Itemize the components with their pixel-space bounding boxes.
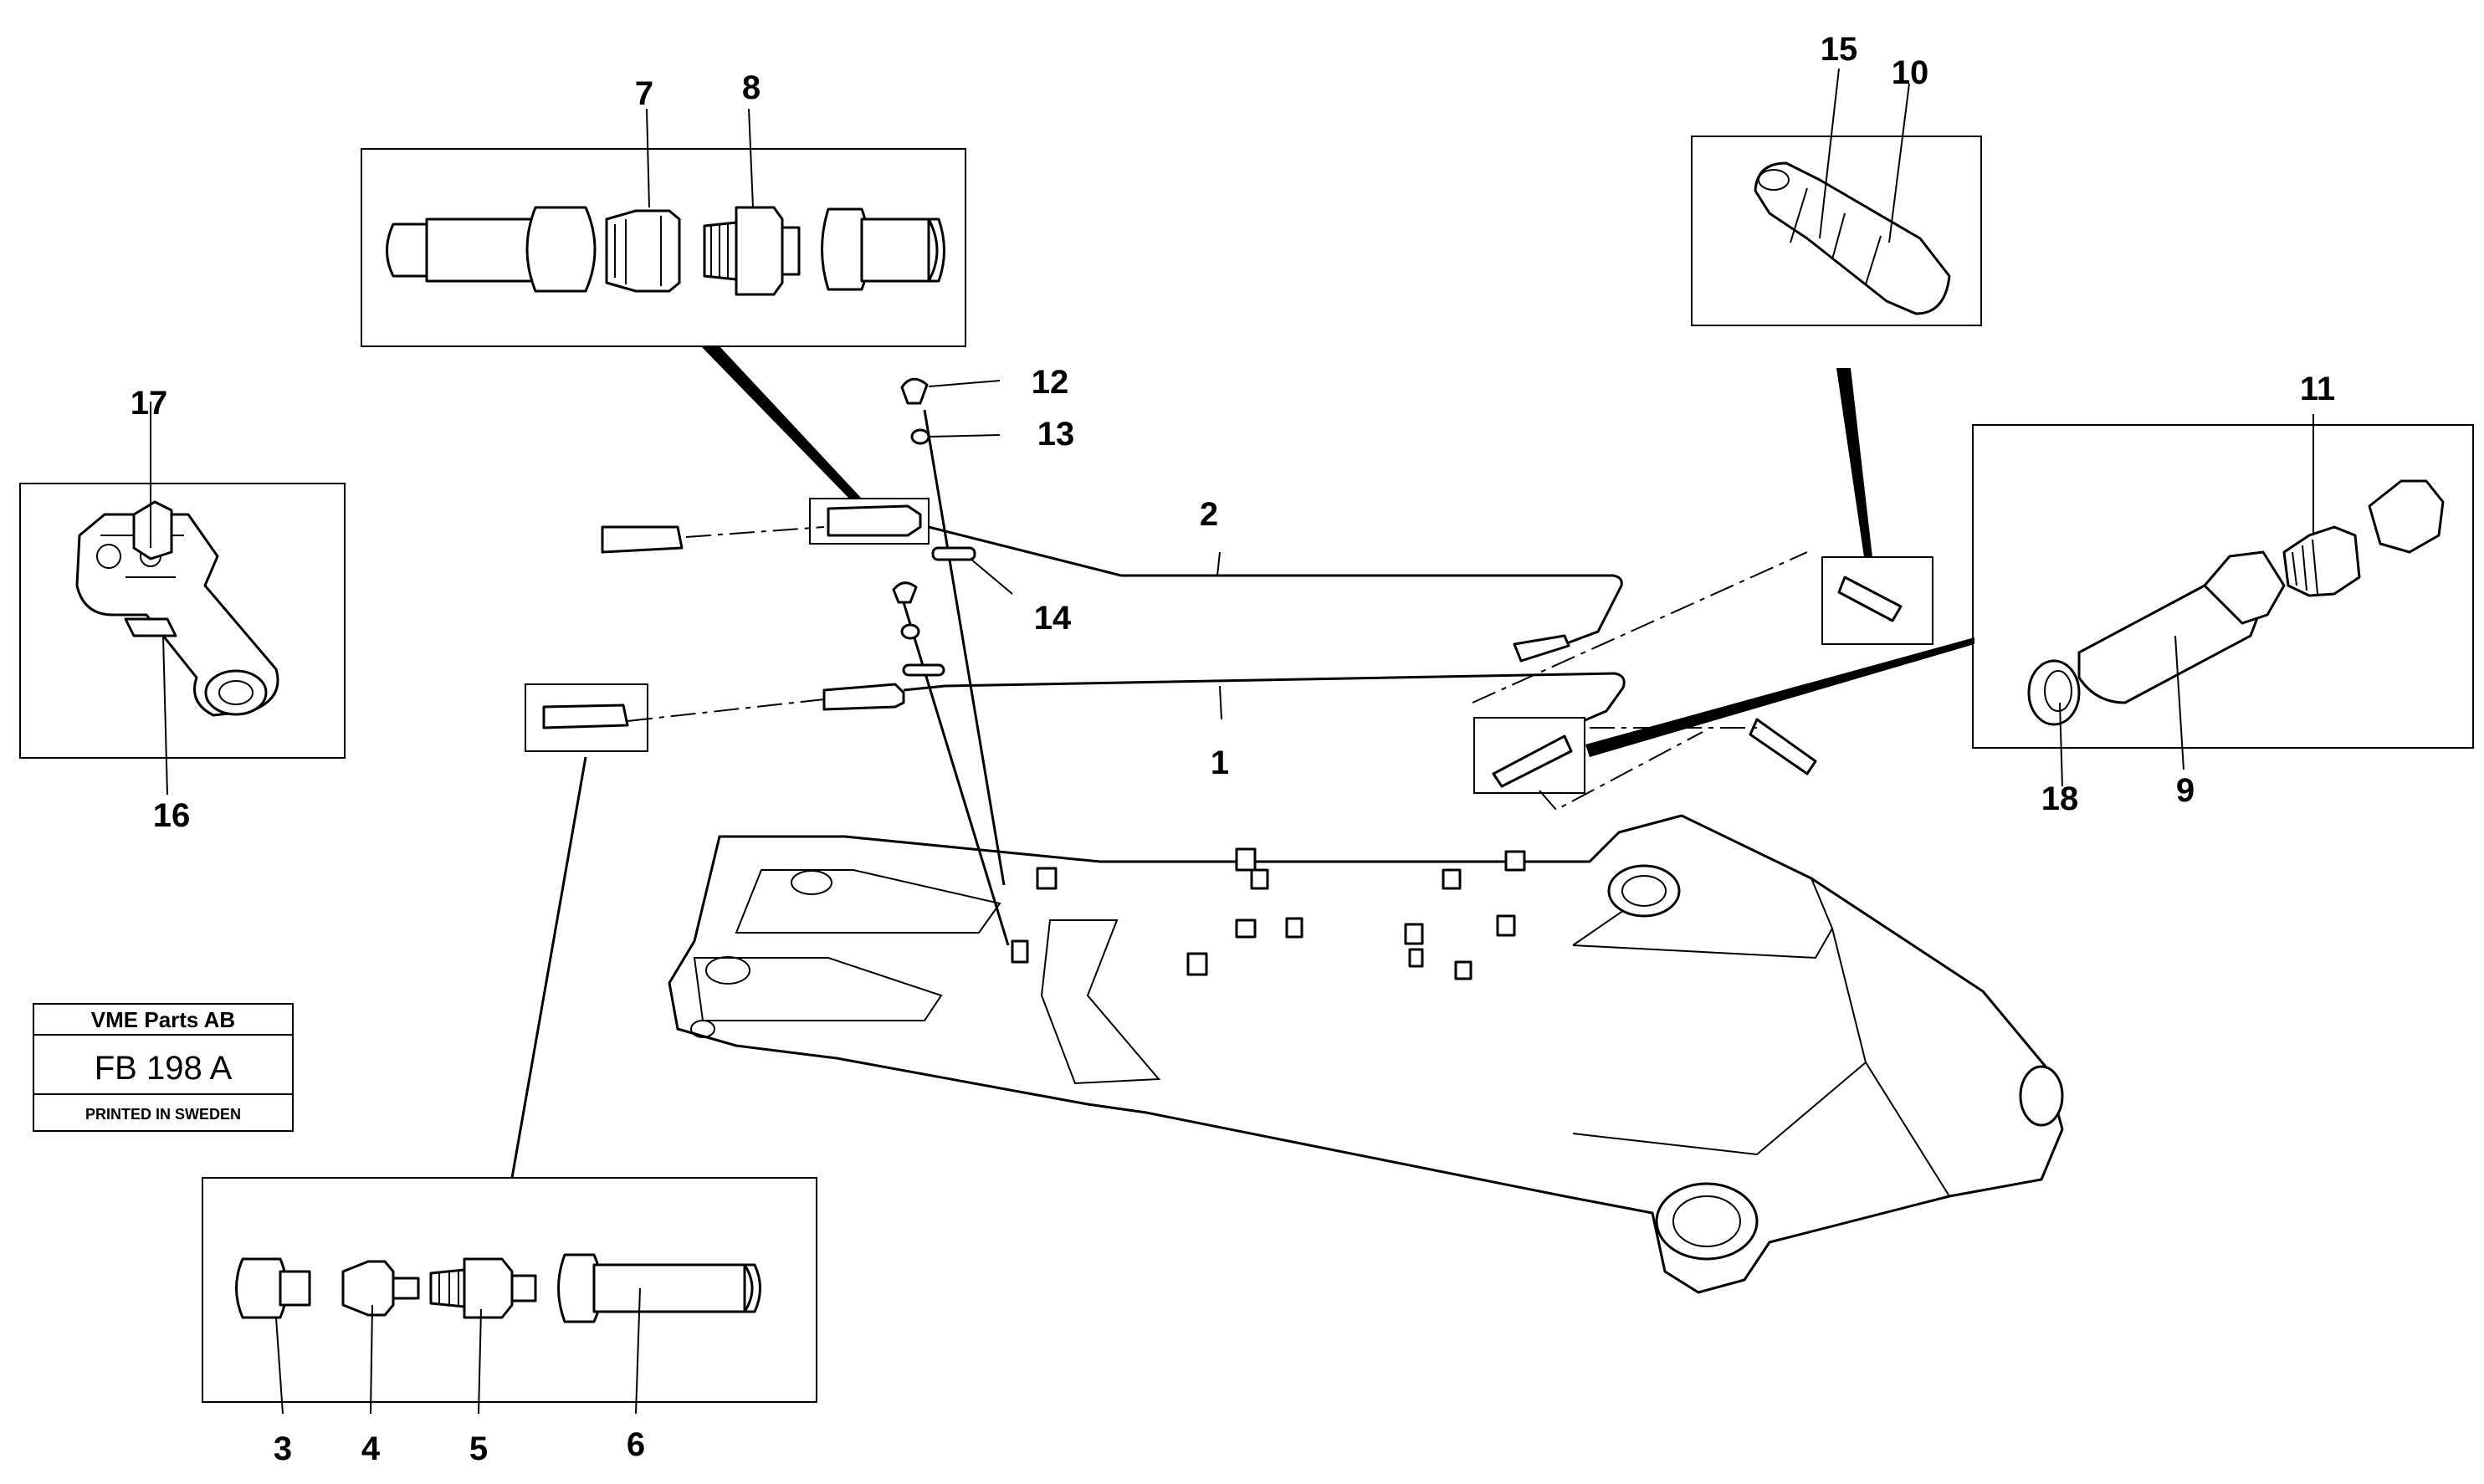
bracket bbox=[75, 513, 279, 717]
fitting-8-body bbox=[735, 206, 784, 296]
fitting-5-body bbox=[463, 1257, 514, 1319]
pivot-right bbox=[2019, 1065, 2064, 1127]
callout-6: 6 bbox=[627, 1426, 645, 1463]
pipe-1 bbox=[903, 672, 1626, 725]
callout-10: 10 bbox=[1892, 54, 1929, 91]
pivot-bottom bbox=[1655, 1182, 1759, 1261]
clip-on-boom bbox=[1036, 867, 1058, 890]
bracket-bushing bbox=[204, 669, 268, 716]
callout-8: 8 bbox=[742, 69, 761, 106]
boom-pocket-lower bbox=[693, 957, 943, 1021]
stamp-drawing-code: FB 198 A bbox=[95, 1050, 233, 1087]
callout-7: 7 bbox=[635, 75, 653, 112]
callout-16: 16 bbox=[153, 797, 191, 834]
callout-1: 1 bbox=[1211, 745, 1229, 781]
callout-18: 18 bbox=[2041, 780, 2079, 817]
detail-box-nipple-10-15 bbox=[1691, 136, 1982, 326]
callout-leaders bbox=[150, 68, 2314, 1415]
pipe-2 bbox=[928, 525, 1623, 646]
callout-14: 14 bbox=[1034, 600, 1072, 637]
clip-16 bbox=[124, 617, 177, 637]
callout-13: 13 bbox=[1037, 416, 1075, 453]
callout-11: 11 bbox=[2300, 371, 2335, 407]
callout-4: 4 bbox=[361, 1430, 381, 1467]
pipe-body-right bbox=[860, 217, 930, 283]
callout-9: 9 bbox=[2176, 772, 2195, 809]
loose-connector-right bbox=[1749, 718, 1817, 775]
washer-13 bbox=[910, 428, 930, 445]
nut-9 bbox=[2203, 550, 2286, 625]
drawing-stamp: VME Parts AB FB 198 A PRINTED IN SWEDEN bbox=[33, 1003, 294, 1132]
callout-5: 5 bbox=[469, 1430, 488, 1467]
detail-box-bracket-16-17 bbox=[19, 483, 346, 759]
pipe-1-connector bbox=[822, 683, 905, 711]
fitting-7 bbox=[605, 209, 681, 293]
sleeve-4 bbox=[341, 1260, 395, 1317]
nut-7-left bbox=[525, 206, 597, 293]
pipe-2-end-connector bbox=[1513, 634, 1570, 663]
assembly-lines bbox=[627, 526, 1808, 811]
detail-box-fittings-9-11-18 bbox=[1972, 424, 2474, 749]
boom-pocket-upper bbox=[735, 869, 1001, 934]
stamp-footer: PRINTED IN SWEDEN bbox=[85, 1106, 241, 1123]
detail-box-fittings-7-8 bbox=[361, 148, 966, 347]
pipe-end-left bbox=[386, 223, 430, 278]
bolt-12 bbox=[900, 377, 929, 405]
main-boom-arm bbox=[668, 814, 2064, 1294]
pipe-body-left bbox=[425, 217, 537, 283]
stamp-company: VME Parts AB bbox=[91, 1007, 235, 1032]
ring-18 bbox=[2027, 659, 2081, 726]
detail-box-fittings-3-6 bbox=[202, 1177, 817, 1403]
boom-body bbox=[668, 814, 2064, 1294]
callout-2: 2 bbox=[1200, 496, 1218, 533]
inset-markers bbox=[525, 498, 1933, 794]
clip-17 bbox=[132, 500, 173, 560]
callout-3: 3 bbox=[274, 1430, 292, 1467]
cap-11 bbox=[2368, 479, 2445, 554]
pin-14 bbox=[931, 546, 976, 561]
callout-15: 15 bbox=[1821, 31, 1858, 68]
loose-connector-2 bbox=[601, 525, 684, 554]
pivot-top bbox=[1607, 864, 1681, 918]
fitting-11 bbox=[2282, 525, 2361, 597]
callout-17: 17 bbox=[131, 385, 168, 422]
callout-12: 12 bbox=[1032, 364, 1069, 401]
boom-cutout bbox=[1040, 919, 1161, 1085]
detail-leaders bbox=[510, 346, 1974, 1179]
pipe-6 bbox=[592, 1263, 746, 1313]
callout-labels: 2 1 3 4 5 6 7 8 9 10 11 12 13 14 15 16 1… bbox=[131, 31, 2335, 1467]
